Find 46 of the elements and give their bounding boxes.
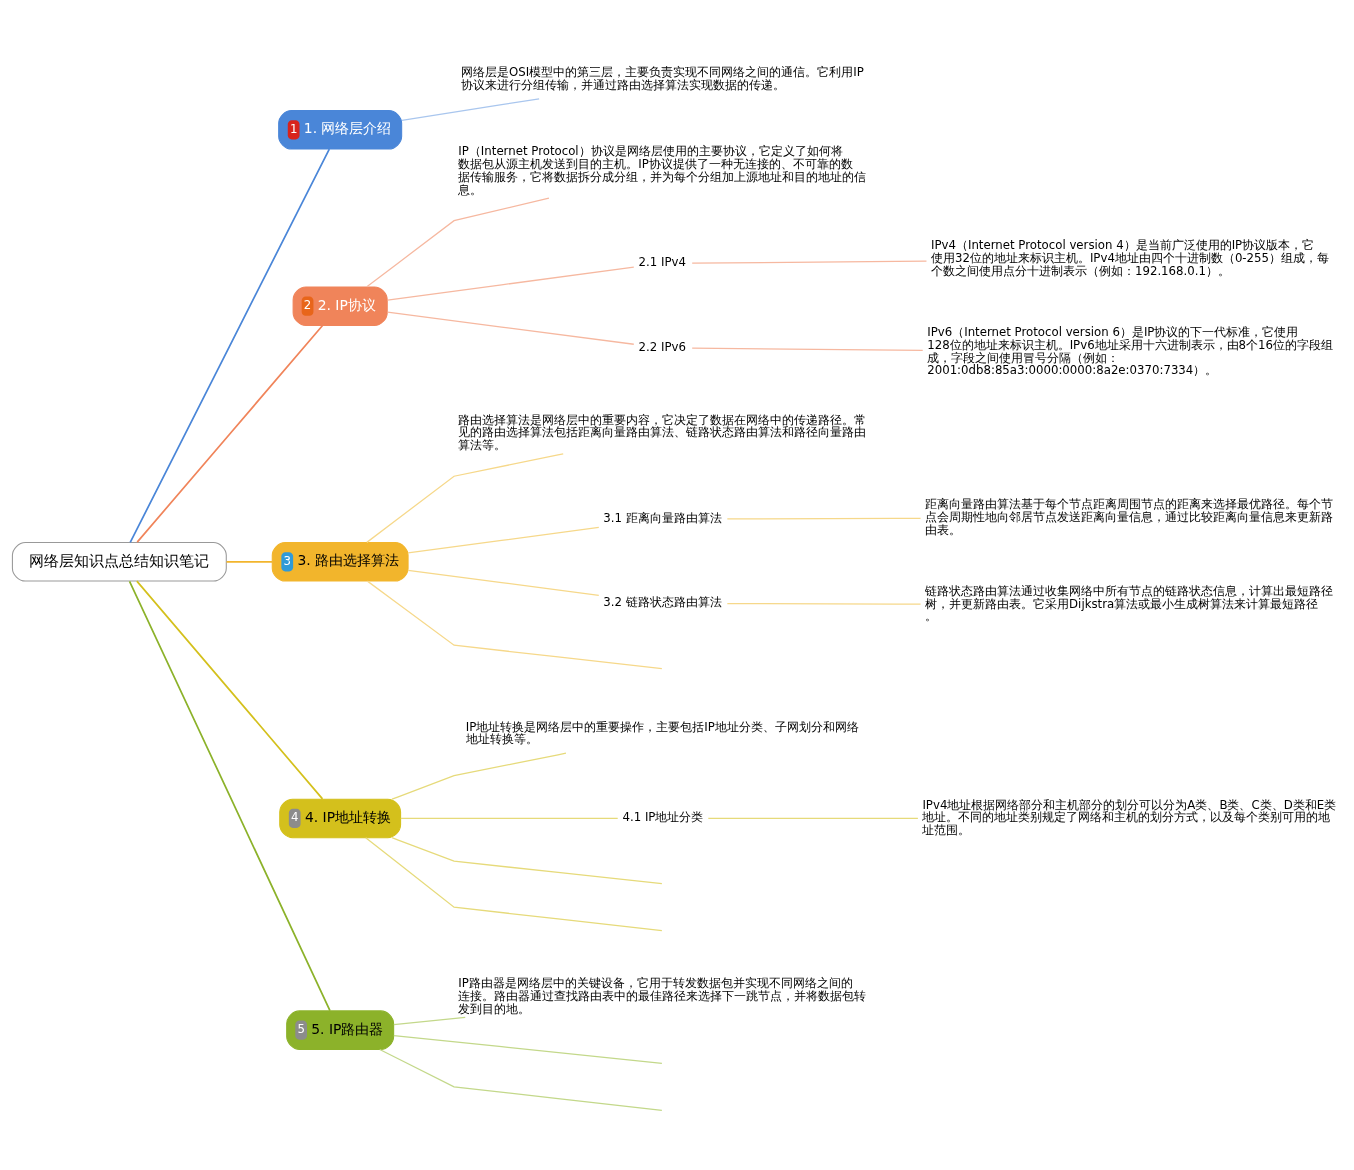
connector [365,836,663,931]
connector [366,452,564,543]
connector [225,560,274,563]
node-text: IP路由器是网络层中的关键设备，它用于转发数据包并实现不同网络之间的连接。路由器通过查找路由表中的最佳路径来选择下一跳节点，并将数据包转发到目的地。 [458,975,867,1016]
connector [407,569,600,596]
connector [379,1048,663,1111]
connector [691,347,924,351]
connector [391,836,663,884]
node-text: 链路状态路由算法通过收集网络中所有节点的链路状态信息，计算出最短路径树，并更新路由表。它采用Dijkstra算法或最小生成树算法来计算最短路径。 [925,583,1334,623]
connector [136,579,324,800]
node-text: 4.1 IP地址分类 [622,809,704,824]
connector [391,752,567,800]
node-box: 2 2. IP协议 [292,285,388,326]
node-text: IPv4地址根据网络部分和主机部分的划分可以分为A类、B类、C类、D类和E类地址。不同的地址类别规定了网络和主机的划分方式，以及每个类别可用的地址范围。 [922,797,1337,837]
node-text: 2.1 IPv4 [638,254,686,269]
node-box: 5 5. IP路由器 [286,1009,395,1050]
node-text: IP（Internet Protocol）协议是网络层使用的主要协议，它定义了如何将数据包从源主机发送到目的主机。IP协议提供了一种无连接的、不可靠的数据传输服务，它将数据拆分成分组，并为每个分组加上源地址和目的地址的信息。 [458,143,867,197]
node-text: 距离向量路由算法基于每个节点距离周围节点的距离来选择最优路径。每个节点会周期性地向邻居节点发送距离向量信息，通过比较距离向量信息来更新路由表。 [925,496,1334,537]
node-text: IPv6（Internet Protocol version 6）是IP协议的下一代标准，它使用128位的地址来标识主机。IPv6地址采用十六进制表示，由8个16位的字段组成，字段之间使用冒号分隔（例如：2001:0db8:85a3:0000:0000:8a2e:0370:7334）。 [927,324,1334,377]
connector [400,817,619,819]
node-text: 2.2 IPv6 [638,339,686,354]
node-text: 路由选择算法是网络层中的重要内容，它决定了数据在网络中的传递路径。常见的路由选择算法包括距离向量路由算法、链路状态路由算法和路径向量路由算法等。 [458,412,867,452]
connector [393,1016,466,1025]
connector [386,266,635,301]
connector [401,97,540,121]
node-box: 1 1. 网络层介绍 [278,109,403,150]
connector [366,580,663,669]
connector [393,1034,663,1064]
connector [726,517,922,519]
connector [407,526,600,553]
connector [366,197,550,287]
connector [386,311,635,345]
node-text: 3.2 链路状态路由算法 [603,594,722,609]
connector [136,324,324,543]
node-text: IP地址转换是网络层中的重要操作，主要包括IP地址分类、子网划分和网络地址转换等。 [465,719,859,746]
connector [128,579,331,1011]
node-box: 3 3. 路由选择算法 [271,541,409,582]
connector [129,147,331,543]
node-box: 4 4. IP地址转换 [279,798,402,838]
node-box: 网络层知识点总结知识笔记 [11,541,227,582]
connector [707,817,919,819]
connector [726,602,922,605]
node-text: 网络层是OSI模型中的第三层，主要负责实现不同网络之间的通信。它利用IP协议来进行分组传输，并通过路由选择算法实现数据的传递。 [461,64,864,92]
connector [691,259,928,264]
node-text: IPv4（Internet Protocol version 4）是当前广泛使用的IP协议版本，它使用32位的地址来标识主机。IPv4地址由四个十进制数（0-255）组成，每个数之间使用点分十进制表示（例如：192.168.0.1）。 [930,237,1330,278]
node-text: 3.1 距离向量路由算法 [603,510,722,525]
